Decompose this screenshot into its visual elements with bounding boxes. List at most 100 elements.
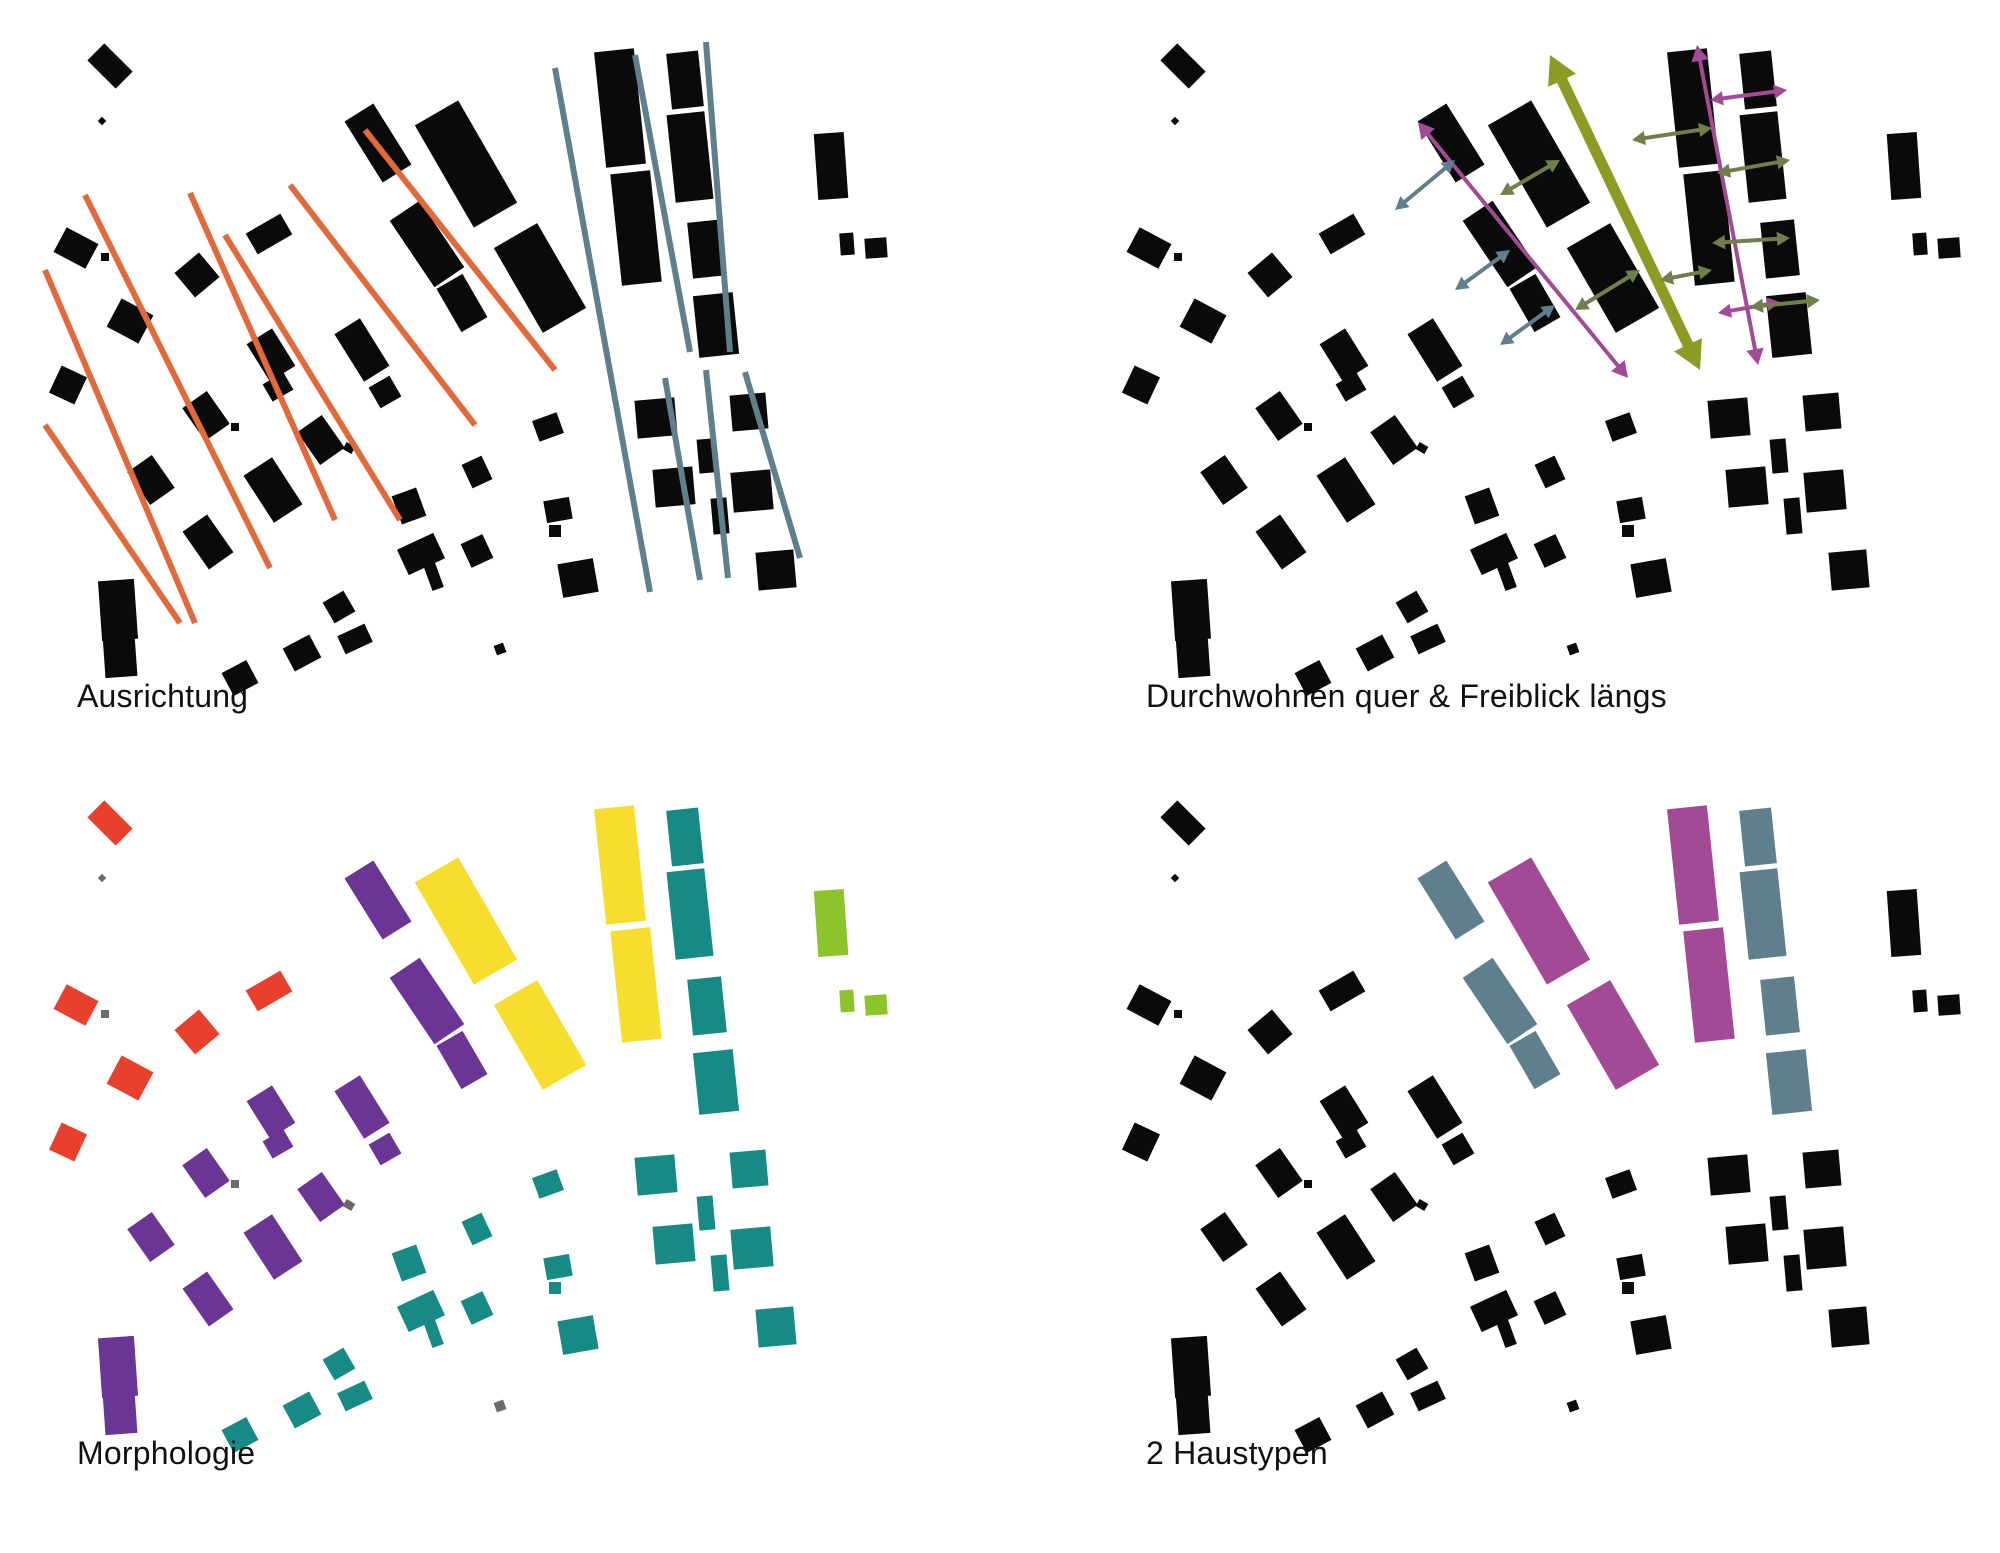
building-footprint	[1160, 43, 1206, 89]
building-footprint	[864, 237, 888, 259]
building-footprint	[1886, 132, 1922, 200]
building-footprint	[1441, 1132, 1475, 1166]
building-footprint	[1493, 553, 1517, 591]
view-arrow	[1548, 55, 1702, 370]
building-footprint	[1616, 1253, 1646, 1281]
building-footprint	[97, 116, 107, 126]
orientation-line	[742, 371, 803, 559]
building-footprint	[87, 43, 133, 89]
building-footprint	[1765, 292, 1813, 358]
building-footprint	[1415, 442, 1429, 454]
building-footprint	[420, 1310, 444, 1348]
panel-caption: Durchwohnen quer & Freiblick längs	[1146, 678, 1667, 714]
orientation-line	[42, 423, 183, 625]
building-footprint	[1255, 1148, 1303, 1198]
building-footprint	[730, 469, 774, 513]
building-footprint	[1417, 103, 1485, 183]
orientation-line	[703, 369, 731, 579]
building-footprint	[1355, 634, 1395, 672]
building-footprint	[666, 807, 704, 867]
building-footprint	[610, 927, 662, 1043]
building-footprint	[87, 800, 133, 846]
building-footprint	[1707, 397, 1751, 439]
side-arrow	[1395, 160, 1455, 210]
building-footprint	[532, 1169, 564, 1199]
building-footprint	[461, 1212, 493, 1246]
building-footprint	[594, 805, 646, 925]
building-footprint	[1783, 1254, 1803, 1292]
building-footprint	[414, 857, 518, 985]
site-plan-ausrichtung	[42, 41, 888, 697]
building-footprint	[1175, 633, 1211, 679]
building-footprint	[396, 1289, 446, 1333]
side-arrow	[1575, 270, 1640, 310]
building-footprint	[839, 232, 855, 256]
building-footprint	[1534, 1212, 1566, 1246]
building-footprint	[813, 889, 849, 957]
building-footprint	[1316, 457, 1376, 523]
orientation-line	[703, 41, 733, 353]
building-footprint	[1739, 50, 1777, 110]
building-footprint	[97, 578, 139, 642]
building-footprint	[1179, 298, 1227, 344]
building-footprint	[1783, 497, 1803, 535]
building-footprint	[1667, 48, 1719, 168]
orientation-line	[632, 54, 693, 353]
building-footprint	[1769, 1195, 1789, 1231]
orientation-line	[187, 191, 338, 522]
building-footprint	[297, 1172, 345, 1222]
building-footprint	[1509, 273, 1561, 333]
building-footprint	[813, 132, 849, 200]
building-footprint	[1760, 976, 1800, 1036]
building-footprint	[389, 200, 465, 288]
orientation-line	[362, 128, 558, 372]
diagram-panel-morphologie: Morphologie	[0, 757, 1000, 1533]
building-footprint	[1566, 1399, 1580, 1413]
building-footprint	[1937, 994, 1961, 1016]
building-footprint	[1395, 590, 1429, 624]
building-footprint	[1886, 889, 1922, 957]
building-footprint	[1318, 213, 1366, 255]
building-footprint	[864, 994, 888, 1016]
building-footprint	[1487, 857, 1591, 985]
building-footprint	[755, 549, 797, 591]
building-footprint	[1316, 1214, 1376, 1280]
building-footprint	[48, 365, 88, 405]
building-footprint	[414, 100, 518, 228]
building-footprint	[755, 1306, 797, 1348]
building-footprint	[322, 590, 356, 624]
building-footprint	[1937, 237, 1961, 259]
building-footprint	[1912, 232, 1928, 256]
diagram-panel-ausrichtung: Ausrichtung	[0, 0, 1000, 776]
building-footprint	[1630, 558, 1672, 598]
building-footprint	[493, 1399, 507, 1413]
building-footprint	[839, 989, 855, 1013]
building-footprint	[1566, 642, 1580, 656]
building-footprint	[48, 1122, 88, 1162]
building-footprint	[1802, 1149, 1842, 1189]
building-footprint	[1769, 438, 1789, 474]
building-footprint	[322, 1347, 356, 1381]
building-footprint	[1126, 227, 1172, 269]
building-footprint	[1319, 1085, 1369, 1139]
building-footprint	[221, 1416, 259, 1454]
orientation-line	[222, 233, 403, 522]
building-footprint	[1739, 807, 1777, 867]
building-footprint	[344, 860, 412, 940]
building-footprint	[1739, 868, 1787, 960]
building-footprint	[389, 957, 465, 1045]
building-footprint	[1487, 100, 1591, 228]
building-footprint	[1247, 1009, 1293, 1055]
building-footprint	[730, 1226, 774, 1270]
side-arrow	[1500, 160, 1560, 195]
building-footprint	[1407, 1075, 1463, 1139]
building-footprint	[1464, 1244, 1500, 1282]
orientation-line	[42, 268, 198, 625]
side-arrow	[1500, 305, 1555, 345]
building-footprint	[245, 970, 293, 1012]
diagram-panel-durchwohnen: Durchwohnen quer & Freiblick längs	[1073, 0, 2000, 776]
building-footprint	[1605, 412, 1637, 442]
building-footprint	[262, 1129, 294, 1159]
building-footprint	[610, 170, 662, 286]
building-footprint	[1121, 365, 1161, 405]
